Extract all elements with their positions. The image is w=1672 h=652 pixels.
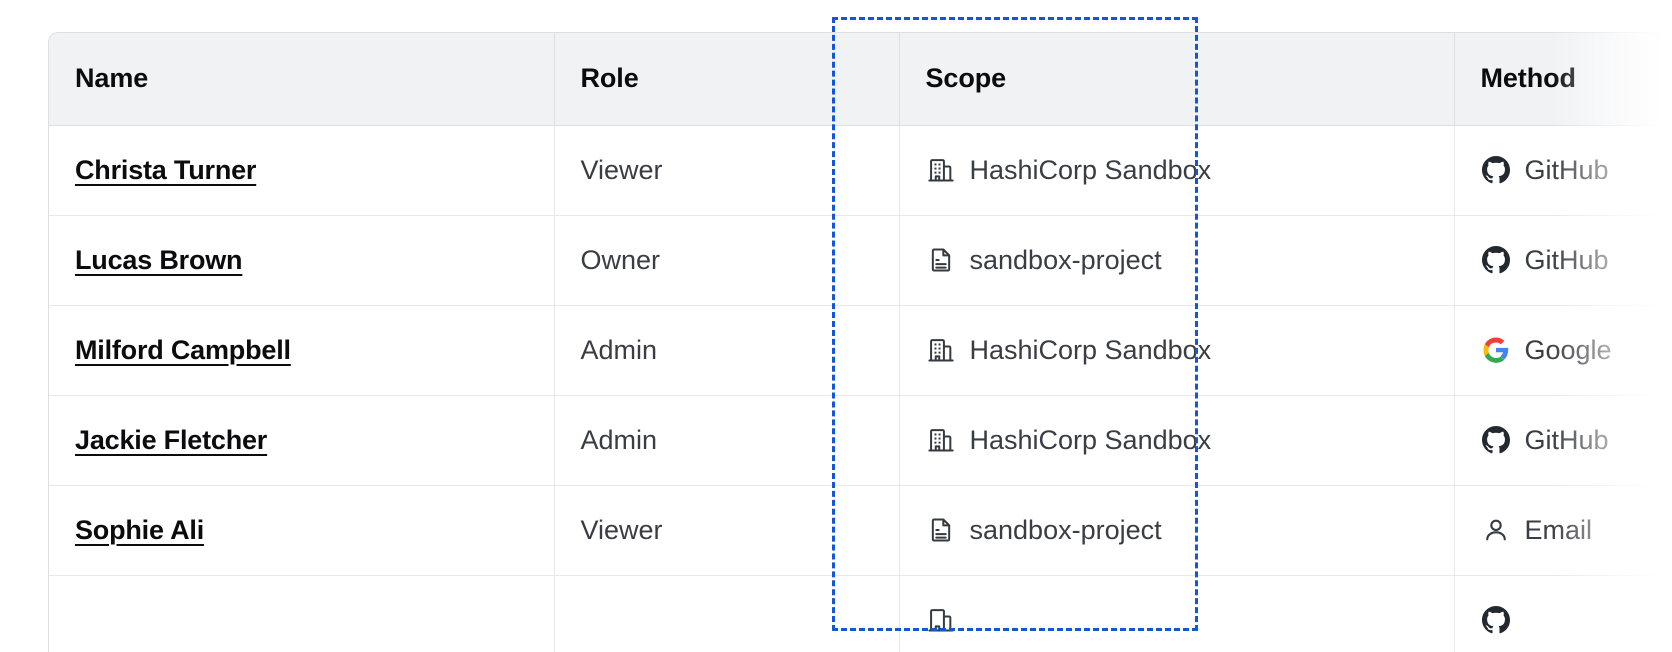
cell-role: Owner (554, 215, 900, 306)
cell-name: Christa Turner (49, 125, 555, 216)
github-icon (1481, 155, 1511, 185)
cell-role: Viewer (554, 125, 900, 216)
table-row: Milford Campbell Admin (49, 305, 1672, 396)
scope-value-group: sandbox-project (926, 245, 1454, 276)
cell-scope: sandbox-project (899, 215, 1455, 306)
member-name-link[interactable]: Milford Campbell (75, 334, 291, 365)
table-header-row: Name Role Scope Method (49, 33, 1672, 126)
cell-method: GitHub (1454, 215, 1672, 306)
members-table-card: Name Role Scope Method Christa Turner Vi… (48, 32, 1672, 652)
members-table: Name Role Scope Method Christa Turner Vi… (49, 33, 1672, 652)
role-value: Owner (580, 244, 661, 275)
scope-value: HashiCorp Sandbox (969, 424, 1212, 455)
scope-value-group: HashiCorp Sandbox (926, 335, 1454, 366)
scope-value: sandbox-project (969, 514, 1162, 545)
column-header-method[interactable]: Method (1454, 33, 1672, 126)
document-icon (926, 245, 956, 275)
member-name-link[interactable]: Christa Turner (75, 154, 257, 185)
table-row: Sophie Ali Viewer (49, 485, 1672, 576)
cell-scope: HashiCorp Sandbox (899, 305, 1455, 396)
member-name-link[interactable]: Jackie Fletcher (75, 424, 268, 455)
method-value-group: GitHub (1481, 155, 1672, 186)
method-value-group: GitHub (1481, 245, 1672, 276)
cell-scope: sandbox-project (899, 485, 1455, 576)
scope-value: HashiCorp Sandbox (969, 154, 1212, 185)
method-value: Google (1524, 334, 1612, 365)
role-value: Admin (580, 424, 658, 455)
cell-name: Sophie Ali (49, 485, 555, 576)
cell-method: GitHub (1454, 125, 1672, 216)
cell-method: Google (1454, 305, 1672, 396)
method-value-group: Email (1481, 515, 1672, 546)
table-body: Christa Turner Viewer (49, 125, 1672, 652)
cell-role: Viewer (554, 485, 900, 576)
cell-name (49, 575, 555, 652)
cell-role: Admin (554, 395, 900, 486)
scope-value-group: HashiCorp Sandbox (926, 155, 1454, 186)
cell-method: Email (1454, 485, 1672, 576)
cell-method (1454, 575, 1672, 652)
role-value: Viewer (580, 514, 663, 545)
building-icon (926, 335, 956, 365)
column-header-scope[interactable]: Scope (899, 33, 1455, 126)
cell-name: Lucas Brown (49, 215, 555, 306)
scope-value: HashiCorp Sandbox (969, 334, 1212, 365)
method-value: GitHub (1524, 154, 1609, 185)
method-value: GitHub (1524, 244, 1609, 275)
cell-name: Jackie Fletcher (49, 395, 555, 486)
github-icon (1481, 605, 1511, 635)
method-value-group: Google (1481, 335, 1672, 366)
cell-scope: HashiCorp Sandbox (899, 395, 1455, 486)
building-icon (926, 155, 956, 185)
person-icon (1481, 515, 1511, 545)
github-icon (1481, 245, 1511, 275)
role-value: Viewer (580, 154, 663, 185)
column-header-name[interactable]: Name (49, 33, 555, 126)
scope-value-group: HashiCorp Sandbox (926, 425, 1454, 456)
role-value: Admin (580, 334, 658, 365)
scope-value-group: sandbox-project (926, 515, 1454, 546)
table-row (49, 575, 1672, 652)
column-header-role[interactable]: Role (554, 33, 900, 126)
method-value: GitHub (1524, 424, 1609, 455)
table-header: Name Role Scope Method (49, 33, 1672, 126)
cell-role: Admin (554, 305, 900, 396)
member-name-link[interactable]: Sophie Ali (75, 514, 205, 545)
table-row: Jackie Fletcher Admin (49, 395, 1672, 486)
google-icon (1481, 335, 1511, 365)
scope-value-group (926, 605, 1454, 635)
cell-scope (899, 575, 1455, 652)
table-row: Lucas Brown Owner (49, 215, 1672, 306)
method-value-group: GitHub (1481, 425, 1672, 456)
building-icon (926, 605, 956, 635)
member-name-link[interactable]: Lucas Brown (75, 244, 243, 275)
cell-name: Milford Campbell (49, 305, 555, 396)
method-value: Email (1524, 514, 1593, 545)
document-icon (926, 515, 956, 545)
cell-scope: HashiCorp Sandbox (899, 125, 1455, 216)
github-icon (1481, 425, 1511, 455)
cell-role (554, 575, 900, 652)
method-value-group (1481, 605, 1672, 635)
table-row: Christa Turner Viewer (49, 125, 1672, 216)
cell-method: GitHub (1454, 395, 1672, 486)
members-table-scroll-area[interactable]: Name Role Scope Method Christa Turner Vi… (48, 32, 1672, 652)
scope-value: sandbox-project (969, 244, 1162, 275)
building-icon (926, 425, 956, 455)
